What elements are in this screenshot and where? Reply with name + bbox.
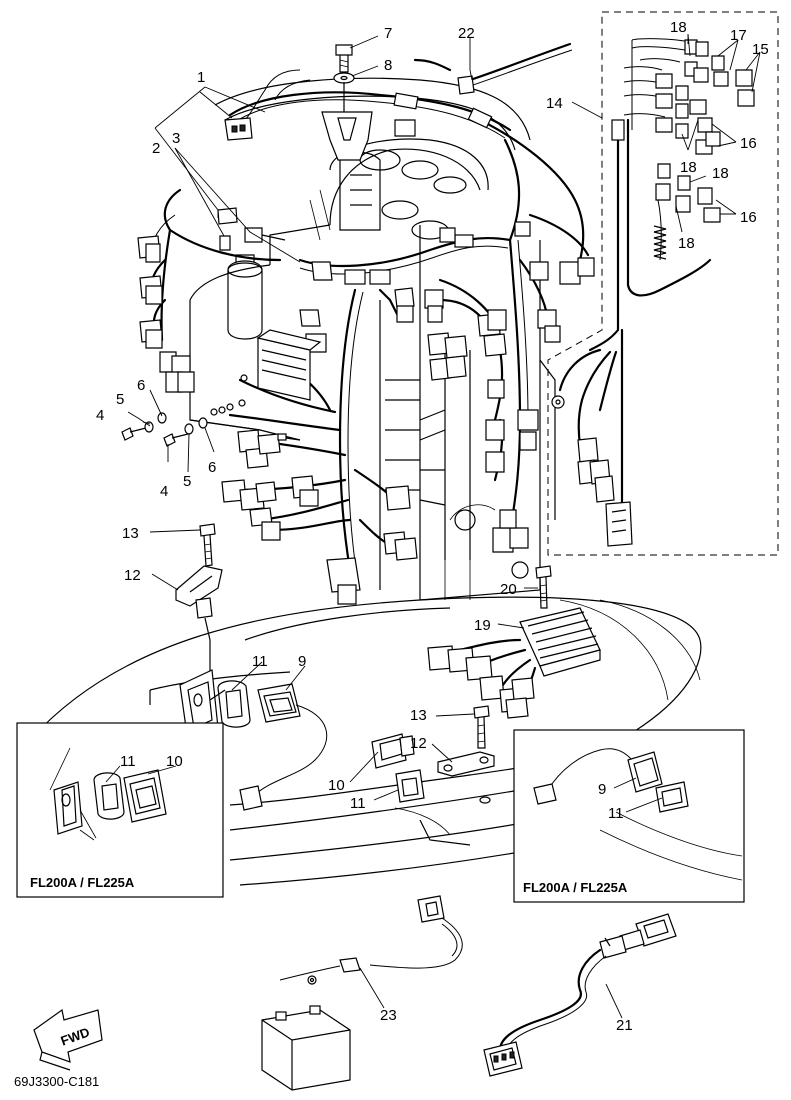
callout-18-top: 18 bbox=[670, 19, 687, 36]
callout-18-right: 18 bbox=[712, 165, 729, 182]
connectors bbox=[137, 117, 595, 605]
callout-11-main: 11 bbox=[252, 653, 268, 670]
callout-4-upper: 4 bbox=[96, 407, 104, 424]
bolt-13-center bbox=[473, 705, 490, 749]
washer-8 bbox=[333, 72, 355, 84]
washer-6-lower bbox=[198, 417, 208, 429]
bracket-12-left bbox=[175, 565, 223, 700]
callout-10-main: 10 bbox=[328, 777, 345, 794]
callout-14: 14 bbox=[546, 95, 563, 112]
bolt-13-left bbox=[199, 523, 216, 567]
inset-left-caption: FL200A / FL225A bbox=[30, 875, 135, 890]
center-bracket bbox=[321, 82, 373, 161]
inset-right-parts bbox=[533, 748, 743, 881]
callout-3: 3 bbox=[172, 130, 180, 147]
callout-2: 2 bbox=[152, 140, 160, 157]
callout-11-inset-right: 11 bbox=[608, 805, 624, 822]
bracket-12-center bbox=[437, 751, 495, 777]
callout-labels: 1 2 3 4 4 5 5 6 6 7 8 9 9 10 10 11 11 11… bbox=[96, 19, 769, 1034]
callout-11-inset-left: 11 bbox=[120, 753, 136, 770]
leader-lines bbox=[105, 33, 761, 1019]
callout-22: 22 bbox=[458, 25, 475, 42]
callout-10-inset: 10 bbox=[166, 753, 183, 770]
callout-8: 8 bbox=[384, 57, 392, 74]
callout-18-bottom: 18 bbox=[678, 235, 695, 252]
callout-18-middle: 18 bbox=[680, 159, 697, 176]
callout-5-upper: 5 bbox=[116, 391, 124, 408]
callout-9-main: 9 bbox=[298, 653, 306, 670]
battery bbox=[261, 1005, 351, 1091]
callout-16-upper: 16 bbox=[740, 135, 757, 152]
callout-12-center: 12 bbox=[410, 735, 427, 752]
callout-20: 20 bbox=[500, 581, 517, 598]
inset-left-parts bbox=[49, 747, 167, 841]
callout-6-upper: 6 bbox=[137, 377, 145, 394]
callout-13-left: 13 bbox=[122, 525, 139, 542]
screw-4-lower bbox=[163, 433, 189, 447]
callout-16-lower: 16 bbox=[740, 209, 757, 226]
grommet-9-main bbox=[239, 683, 328, 811]
callout-1: 1 bbox=[197, 69, 205, 86]
inset-right-caption: FL200A / FL225A bbox=[523, 880, 628, 895]
callout-12-left: 12 bbox=[124, 567, 141, 584]
bolt-20 bbox=[535, 565, 552, 609]
sub-harness-14 bbox=[551, 38, 712, 547]
callout-17: 17 bbox=[730, 27, 747, 44]
diagram-code: 69J3300-C181 bbox=[14, 1074, 99, 1089]
washer-6-upper bbox=[157, 412, 167, 424]
callout-11-center: 11 bbox=[350, 795, 366, 812]
sub-harness-14-box bbox=[547, 11, 779, 556]
seal-10-center bbox=[371, 733, 415, 769]
callout-23: 23 bbox=[380, 1007, 397, 1024]
bolt-7-group bbox=[335, 44, 353, 73]
callout-13-center: 13 bbox=[410, 707, 427, 724]
seal-11-center bbox=[395, 769, 425, 803]
screw-4-upper bbox=[121, 427, 147, 441]
rectifier-regulator-19 bbox=[427, 607, 601, 719]
bottom-cowling bbox=[29, 596, 702, 886]
callout-6-lower: 6 bbox=[208, 459, 216, 476]
callout-15: 15 bbox=[752, 41, 769, 58]
seal-11-main bbox=[217, 680, 251, 728]
washer-5-lower bbox=[184, 423, 194, 435]
callout-19: 19 bbox=[474, 617, 491, 634]
callout-5-lower: 5 bbox=[183, 473, 191, 490]
callout-21: 21 bbox=[616, 1017, 633, 1034]
callout-9-inset: 9 bbox=[598, 781, 606, 798]
inset-right bbox=[513, 729, 745, 903]
callout-4-lower: 4 bbox=[160, 483, 168, 500]
callout-7: 7 bbox=[384, 25, 392, 42]
battery-cable-23 bbox=[279, 895, 463, 985]
forward-direction-arrow: FWD bbox=[33, 1008, 103, 1071]
extension-harness-21 bbox=[483, 913, 677, 1077]
connectors-15-18 bbox=[655, 39, 755, 223]
lead-wire-22 bbox=[457, 42, 573, 95]
